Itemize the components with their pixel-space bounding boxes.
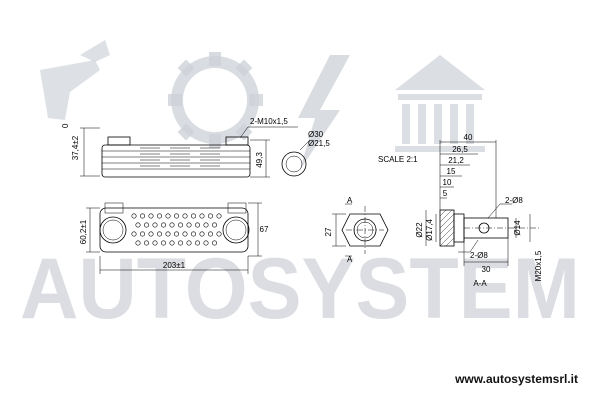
- section-dim-26-5: 26,5: [452, 145, 468, 154]
- watermark-logo: [40, 40, 485, 170]
- top-width-label: 60,2±1: [79, 219, 88, 244]
- website-url[interactable]: www.autosystemsrl.it: [455, 372, 578, 386]
- cooling-hole: [174, 231, 180, 237]
- zero-mark-label: 0: [61, 123, 70, 128]
- cooling-hole: [199, 231, 205, 237]
- top-length-label: 203±1: [163, 261, 186, 270]
- cooling-hole: [203, 222, 209, 228]
- cooling-hole: [169, 222, 175, 228]
- section-dim-15: 15: [447, 167, 456, 176]
- section-dim-5: 5: [443, 189, 448, 198]
- cooling-hole: [178, 222, 184, 228]
- section-dia-right: Ø14: [513, 220, 522, 236]
- cooling-hole: [148, 213, 154, 219]
- cooling-hole: [140, 231, 146, 237]
- nut-view: [332, 203, 389, 257]
- cooling-hole: [157, 231, 163, 237]
- cooling-hole: [191, 213, 197, 219]
- top-view: [86, 202, 262, 274]
- cooling-hole: [135, 240, 141, 246]
- cooling-hole: [131, 231, 137, 237]
- cooling-hole: [195, 240, 201, 246]
- ring-inner-dia-label: Ø21,5: [308, 139, 330, 148]
- section-dim-40: 40: [464, 133, 473, 142]
- top-width-right-label: 67: [260, 225, 269, 234]
- section-holes-bottom: 2-Ø8: [470, 251, 488, 260]
- scale-note: SCALE 2:1: [378, 155, 418, 164]
- section-holes-top: 2-Ø8: [505, 196, 523, 205]
- section-view: [425, 140, 540, 266]
- cooling-hole: [165, 213, 171, 219]
- cooling-hole: [182, 213, 188, 219]
- cooling-holes: [131, 213, 222, 246]
- cooling-hole: [169, 240, 175, 246]
- cooling-hole: [186, 222, 192, 228]
- cooling-hole: [140, 213, 146, 219]
- cooling-hole: [174, 213, 180, 219]
- cooling-hole: [152, 222, 158, 228]
- cooling-hole: [203, 240, 209, 246]
- cooling-hole: [216, 231, 222, 237]
- cooling-hole: [191, 231, 197, 237]
- cooling-hole: [157, 213, 163, 219]
- cooling-hole: [148, 231, 154, 237]
- cooling-hole: [135, 222, 141, 228]
- cooling-hole: [144, 222, 150, 228]
- cooling-hole: [131, 213, 137, 219]
- cooling-hole: [208, 231, 214, 237]
- cooling-hole: [199, 213, 205, 219]
- cooling-hole: [152, 240, 158, 246]
- side-view: [80, 126, 298, 178]
- side-height-right-label: 49,3: [255, 152, 264, 168]
- side-height-top-label: 37,4±2: [71, 135, 80, 160]
- cooling-hole: [195, 222, 201, 228]
- cooling-hole: [212, 222, 218, 228]
- watermark-brand: AUTOSYSTEM: [20, 241, 580, 337]
- cooling-hole: [212, 240, 218, 246]
- cooling-hole: [182, 231, 188, 237]
- cooling-hole: [178, 240, 184, 246]
- ring-outer-dia-label: Ø30: [308, 130, 324, 139]
- cooling-hole: [161, 240, 167, 246]
- cooling-hole: [216, 213, 222, 219]
- cooling-hole: [165, 231, 171, 237]
- section-dim-10: 10: [443, 178, 452, 187]
- thread-label: 2-M10x1,5: [250, 117, 288, 126]
- section-mark-top: A: [347, 196, 353, 205]
- section-dia-left: Ø22: [415, 222, 424, 238]
- nut-height-label: 27: [324, 227, 333, 236]
- cooling-hole: [208, 213, 214, 219]
- section-mark-bottom: A: [347, 255, 353, 264]
- ring-view: [281, 139, 311, 177]
- section-thread-right: M20x1,5: [534, 250, 543, 281]
- section-length-bottom: 30: [482, 265, 491, 274]
- cooling-hole: [144, 240, 150, 246]
- section-dia-inner: Ø17,4: [425, 219, 434, 241]
- cooling-hole: [161, 222, 167, 228]
- section-label: A-A: [473, 279, 487, 288]
- cooling-hole: [186, 240, 192, 246]
- section-dim-21-2: 21,2: [448, 156, 464, 165]
